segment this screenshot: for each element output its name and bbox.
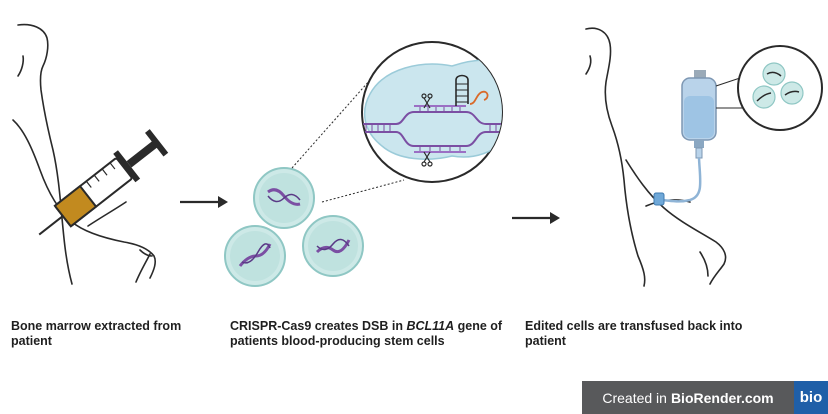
syringe-icon bbox=[38, 129, 169, 236]
arrow-right-icon bbox=[512, 212, 560, 224]
patient-silhouette-icon bbox=[585, 27, 727, 287]
caption-step-2: CRISPR-Cas9 creates DSB in BCL11A gene o… bbox=[230, 319, 510, 349]
stem-cell-icon bbox=[752, 85, 776, 109]
biorender-logo-icon: bio bbox=[794, 381, 828, 414]
badge-text: Created in BioRender.com bbox=[582, 381, 794, 414]
stem-cell-icon bbox=[302, 215, 364, 277]
guide-rna-icon bbox=[455, 74, 489, 106]
badge-brand: BioRender.com bbox=[670, 389, 774, 406]
caption-step-3: Edited cells are transfused back into pa… bbox=[525, 319, 743, 348]
caption-step-1: Bone marrow extracted from patient bbox=[11, 319, 182, 348]
biorender-badge[interactable]: Created in BioRender.com bio bbox=[582, 381, 828, 414]
badge-prefix: Created in bbox=[602, 389, 667, 406]
magnifier-circle-icon bbox=[737, 45, 823, 131]
stem-cell-icon bbox=[780, 81, 804, 105]
scissors-icon bbox=[421, 93, 433, 167]
caption-step-2-prefix: CRISPR-Cas9 creates DSB in bbox=[230, 319, 407, 333]
arrow-right-icon bbox=[180, 196, 228, 208]
stem-cell-icon bbox=[253, 167, 315, 229]
gene-name: BCL11A bbox=[406, 319, 455, 333]
iv-bag-icon bbox=[653, 70, 717, 206]
zoom-connector bbox=[715, 77, 744, 109]
patient-silhouette-icon bbox=[12, 23, 157, 285]
magnifier-circle-icon bbox=[361, 41, 503, 183]
caption-step-2-suffix: gene of patients blood-producing stem ce… bbox=[230, 319, 503, 348]
stem-cell-icon bbox=[762, 62, 786, 86]
dna-strand-icon bbox=[362, 105, 502, 153]
stem-cell-icon bbox=[224, 225, 286, 287]
